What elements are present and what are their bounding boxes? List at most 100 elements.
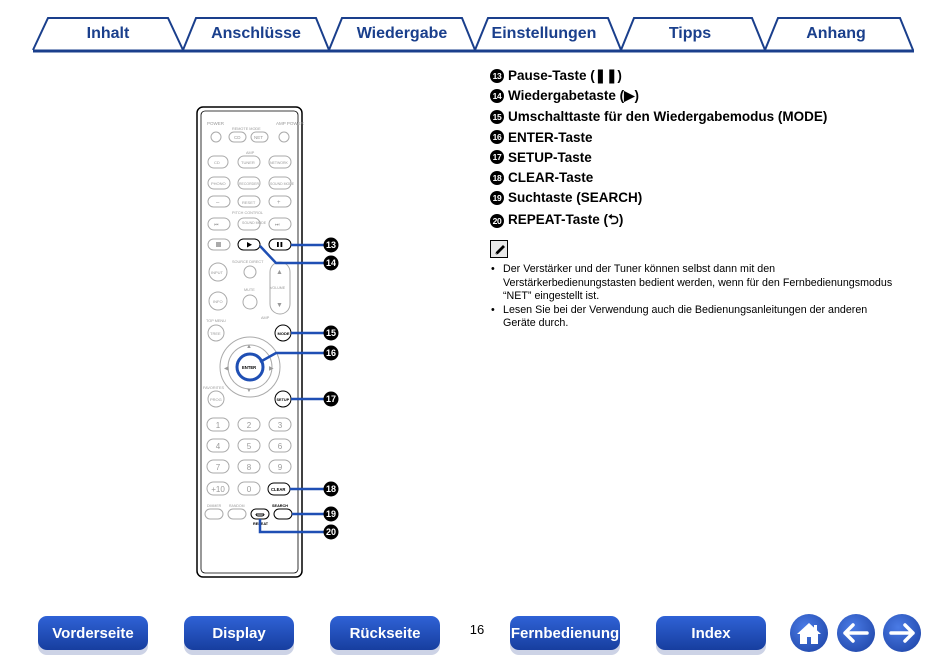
note-item: Der Verstärker und der Tuner können selb…	[490, 263, 900, 304]
svg-text:▲: ▲	[276, 269, 283, 276]
arrow-left-icon[interactable]	[837, 614, 875, 652]
svg-text:+: +	[277, 200, 281, 206]
callout-badges: 13 14 15 16 17 18 19 20	[323, 237, 339, 540]
home-icon[interactable]	[790, 614, 828, 652]
label-sound-mode-2: SOUND MODE	[242, 221, 267, 225]
label-setup: SETUP	[277, 398, 290, 402]
label-enter: ENTER	[242, 365, 256, 370]
front-panel-button[interactable]: Vorderseite	[38, 616, 148, 665]
svg-text:–: –	[216, 200, 220, 206]
label-recorder: RECORDER	[239, 182, 260, 186]
callout-badge	[323, 255, 339, 271]
tab-einstellungen[interactable]: Einstellungen	[491, 25, 597, 42]
label-phono: PHONO	[211, 181, 226, 186]
keypad-key-label: 3	[278, 421, 283, 430]
svg-text:⏭: ⏭	[275, 222, 280, 228]
svg-text:◀: ◀	[224, 366, 229, 372]
callout-badge-number: 19	[326, 509, 336, 519]
label-pitch-control: PITCH CONTROL	[232, 211, 263, 215]
search-button[interactable]	[273, 508, 293, 520]
callout-badge-number: 16	[326, 348, 336, 358]
arrow-right-icon[interactable]	[883, 614, 921, 652]
callout-badge	[323, 345, 339, 361]
keypad-key-outline	[268, 417, 292, 432]
tab-anhang[interactable]: Anhang	[806, 25, 866, 42]
label-cd-source: CD	[214, 160, 220, 165]
rear-panel-button[interactable]: Rückseite	[330, 616, 440, 665]
keypad-key-label: 6	[278, 442, 283, 451]
label-tuner: TUNER	[241, 160, 255, 165]
pencil-icon	[490, 240, 508, 258]
svg-text:⏮: ⏮	[214, 222, 219, 228]
label-power: POWER	[207, 121, 225, 126]
callout-badge-number: 17	[326, 394, 336, 404]
label-remote-mode: REMOTE MODE	[232, 127, 261, 131]
callout-badge	[323, 237, 339, 253]
keypad-key-outline	[268, 459, 292, 474]
enter-button[interactable]	[235, 352, 265, 382]
label-random: RANDOM	[229, 504, 245, 508]
callout-badge-number: 14	[326, 258, 336, 268]
callout-badge-number: 18	[326, 484, 336, 494]
label-search: SEARCH	[272, 504, 288, 508]
callout-badge-number: 13	[326, 240, 336, 250]
svg-text:▼: ▼	[246, 388, 252, 394]
tab-anschluesse[interactable]: Anschlüsse	[211, 25, 301, 42]
label-tree: TREE	[210, 331, 221, 336]
callout-badge	[323, 524, 339, 540]
keypad-key-outline	[268, 438, 292, 453]
keypad-key-label: 1	[216, 421, 221, 430]
callout-badge-number: 15	[326, 328, 336, 338]
pause-button[interactable]	[268, 238, 292, 251]
keypad-key-outline	[237, 438, 261, 453]
remote-control-button[interactable]: Fernbedienung	[510, 616, 620, 665]
label-prog: PROG	[210, 397, 222, 402]
label-top-menu: TOP MENU	[206, 319, 226, 323]
tab-wiedergabe[interactable]: Wiedergabe	[356, 25, 448, 42]
display-button[interactable]: Display	[184, 616, 294, 665]
keypad-key-label: +10	[211, 485, 225, 494]
tab-outline	[32, 17, 914, 53]
label-input: INPUT	[211, 270, 224, 275]
label-favorites: FAVORITES	[203, 386, 224, 390]
keypad-key-label: 7	[216, 463, 221, 472]
index-button[interactable]: Index	[656, 616, 766, 665]
tab-tipps[interactable]: Tipps	[668, 25, 712, 42]
label-mute: MUTE	[244, 288, 255, 292]
label-clear: CLEAR	[271, 487, 285, 492]
keypad-key-label: 8	[247, 463, 252, 472]
keypad-key-outline	[206, 417, 230, 432]
svg-text:▼: ▼	[276, 302, 283, 309]
tab-inhalt[interactable]: Inhalt	[86, 25, 130, 42]
label-dimmer: DIMMER	[207, 504, 222, 508]
callout-lines	[258, 243, 325, 534]
label-mode: MODE	[278, 331, 290, 336]
callout-badge	[323, 481, 339, 497]
label-network: NETWORK	[270, 161, 289, 165]
label-volume: VOLUME	[270, 286, 286, 290]
label-amp: AMP	[246, 151, 255, 155]
label-sound-mode: SOUND MODE	[270, 182, 295, 186]
top-tab-bar: Inhalt Anschlüsse Wiedergabe Einstellung…	[0, 0, 950, 56]
label-source-direct: SOURCE DIRECT	[232, 260, 264, 264]
page-number: 16	[469, 622, 485, 637]
label-amp-power: AMP POWER	[276, 121, 305, 126]
keypad-key-outline	[206, 481, 230, 496]
label-net: NET	[254, 135, 263, 140]
remote-control-illustration: POWER REMOTE MODE AMP POWER CD NET AMP C…	[190, 100, 350, 585]
callout-badge-number: 20	[326, 527, 336, 537]
svg-text:▶: ▶	[269, 366, 274, 372]
keypad-key-outline	[237, 481, 261, 496]
label-reset: RESET	[242, 200, 256, 205]
callout-badge	[323, 391, 339, 407]
keypad-key-outline	[206, 459, 230, 474]
